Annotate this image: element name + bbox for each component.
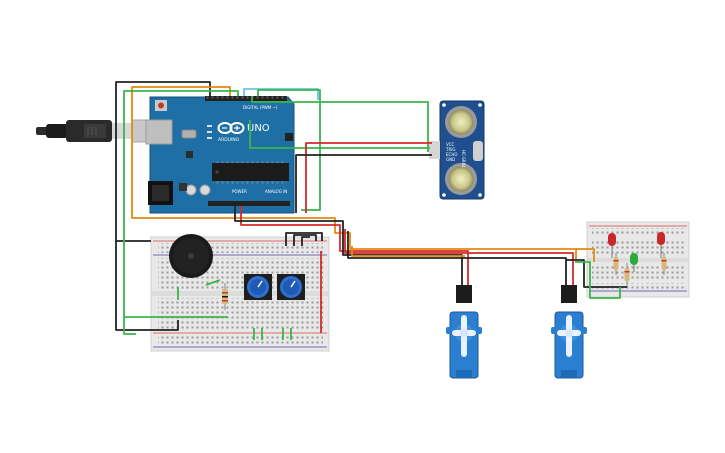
atmega-chip [212,163,289,181]
servo-motor-1[interactable] [446,285,482,379]
wire-green-top [257,89,321,211]
analog-label: ANALOG IN [265,189,287,194]
arduino-model-text: UNO [247,123,270,134]
led-red-1[interactable] [608,233,616,258]
ultrasonic-sensor[interactable]: VCC TRIG ECHO GND HC-SR04 [429,100,485,200]
wire-orange-leds [576,248,595,262]
led-resistors [613,253,667,287]
wire-black-servo1 [234,206,463,285]
resistor-main [222,283,228,310]
wire-black-sensor [295,154,432,213]
wire-black-leds [566,259,627,288]
wire-green-leds [575,261,621,299]
led-red-2[interactable] [657,232,665,258]
wire-green-sensor-2 [249,120,430,149]
potentiometer-1[interactable] [244,274,272,300]
wire-green-jumpers-bottom [253,328,292,340]
sensor-pin-gnd: GND [446,157,455,162]
wire-red-sensor [305,142,432,213]
wire-black-jumper-2 [293,234,317,246]
arduino-logo-text: ARDUINO [218,137,240,143]
wire-black-bottom [115,241,179,331]
servo-motor-2[interactable] [551,285,587,379]
power-label: POWER [232,189,247,194]
wire-green-sensor [251,96,429,152]
wire-green-left [123,90,239,318]
wires [115,81,627,340]
wire-red-servo2 [344,229,574,285]
usb-cable [36,119,155,143]
transducer-bottom [448,166,474,192]
led-green[interactable] [630,253,638,272]
wire-orange-servo1 [351,246,465,257]
wire-black-jumper-1 [285,232,323,246]
piezo-buzzer[interactable] [169,234,213,278]
sensor-model-text: HC-SR04 [461,150,466,168]
arduino-logo [217,122,245,134]
wire-black-jumper-3 [301,236,310,246]
sensor-pin-trig: TRIG [445,147,456,152]
wire-green-bottom [123,317,136,335]
potentiometer-2[interactable] [277,274,305,300]
sensor-pin-vcc: VCC [446,142,455,147]
wire-lightblue [243,88,319,100]
transducer-top [448,109,474,135]
usb-port [145,119,173,145]
wire-black-servo2 [347,231,567,285]
digital-label: DIGITAL (PWM ~) [243,105,278,110]
arduino-uno-board[interactable]: DIGITAL (PWM ~) UNO ARDUINO [145,96,295,214]
wire-green-jumper-2 [205,279,221,286]
sensor-pin-echo: ECHO [446,152,457,157]
